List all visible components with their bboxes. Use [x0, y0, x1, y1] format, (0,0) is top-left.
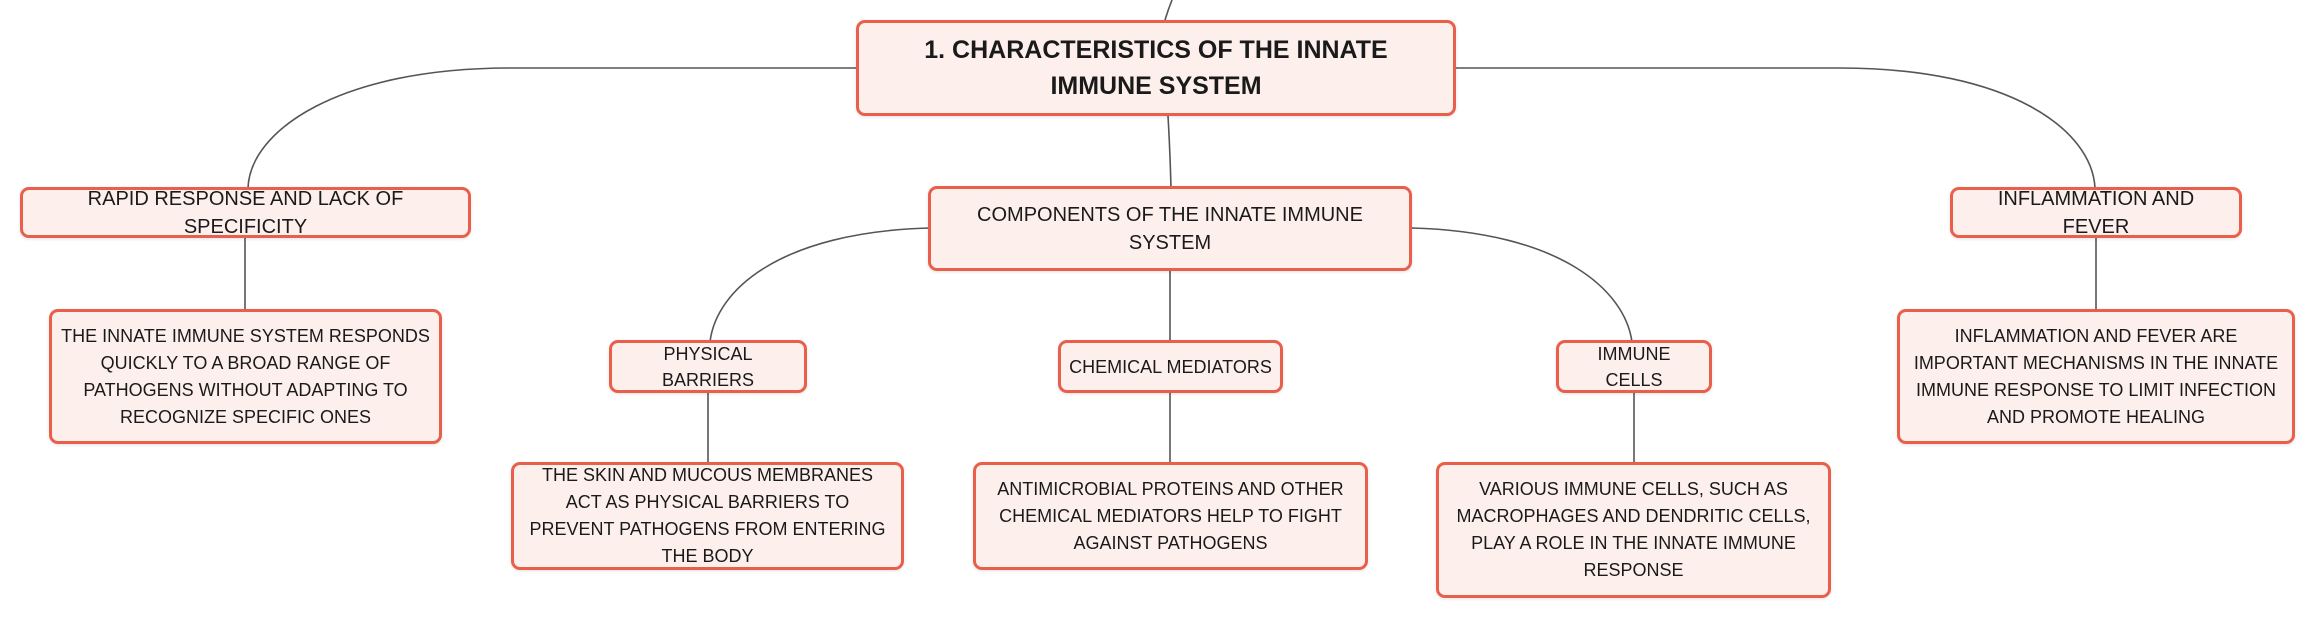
subtopic-chemical-mediators-label: CHEMICAL MEDIATORS: [1069, 356, 1272, 377]
topic-rapid-response[interactable]: RAPID RESPONSE AND LACK OF SPECIFICITY: [20, 187, 471, 238]
topic-rapid-response-label: RAPID RESPONSE AND LACK OF SPECIFICITY: [87, 187, 404, 238]
root-node[interactable]: 1. CHARACTERISTICS OF THE INNATE IMMUNE …: [856, 20, 1456, 116]
subtopic-physical-barriers[interactable]: PHYSICAL BARRIERS: [609, 340, 807, 393]
subtopic-physical-barriers-label: PHYSICAL BARRIERS: [661, 343, 755, 390]
topic-inflammation-fever-label: INFLAMMATION AND FEVER: [1997, 187, 2195, 238]
detail-rapid-response[interactable]: THE INNATE IMMUNE SYSTEM RESPONDS QUICKL…: [49, 309, 442, 444]
connector-parent-root: [1164, 0, 1173, 21]
detail-immune-cells[interactable]: VARIOUS IMMUNE CELLS, SUCH AS MACROPHAGE…: [1436, 462, 1831, 598]
subtopic-chemical-mediators[interactable]: CHEMICAL MEDIATORS: [1058, 340, 1283, 393]
root-label: 1. CHARACTERISTICS OF THE INNATE IMMUNE …: [924, 36, 1388, 100]
subtopic-immune-cells[interactable]: IMMUNE CELLS: [1556, 340, 1712, 393]
detail-rapid-response-text: THE INNATE IMMUNE SYSTEM RESPONDS QUICKL…: [61, 325, 430, 427]
detail-physical-barriers[interactable]: THE SKIN AND MUCOUS MEMBRANES ACT AS PHY…: [511, 462, 904, 570]
connector-components-physical: [709, 227, 931, 343]
detail-physical-barriers-text: THE SKIN AND MUCOUS MEMBRANES ACT AS PHY…: [529, 465, 886, 566]
connector-root-rapid: [247, 67, 860, 189]
connector-root-components: [1167, 115, 1172, 189]
topic-components[interactable]: COMPONENTS OF THE INNATE IMMUNE SYSTEM: [928, 186, 1412, 271]
connector-components-cells: [1411, 227, 1633, 343]
detail-inflammation-fever[interactable]: INFLAMMATION AND FEVER ARE IMPORTANT MEC…: [1897, 309, 2295, 444]
detail-chemical-mediators-text: ANTIMICROBIAL PROTEINS AND OTHER CHEMICA…: [997, 478, 1344, 553]
connector-root-inflammation: [1456, 67, 2096, 189]
topic-components-label: COMPONENTS OF THE INNATE IMMUNE SYSTEM: [977, 203, 1363, 254]
subtopic-immune-cells-label: IMMUNE CELLS: [1597, 343, 1671, 390]
detail-inflammation-fever-text: INFLAMMATION AND FEVER ARE IMPORTANT MEC…: [1913, 325, 2279, 427]
detail-chemical-mediators[interactable]: ANTIMICROBIAL PROTEINS AND OTHER CHEMICA…: [973, 462, 1368, 570]
topic-inflammation-fever[interactable]: INFLAMMATION AND FEVER: [1950, 187, 2242, 238]
detail-immune-cells-text: VARIOUS IMMUNE CELLS, SUCH AS MACROPHAGE…: [1456, 479, 1811, 580]
